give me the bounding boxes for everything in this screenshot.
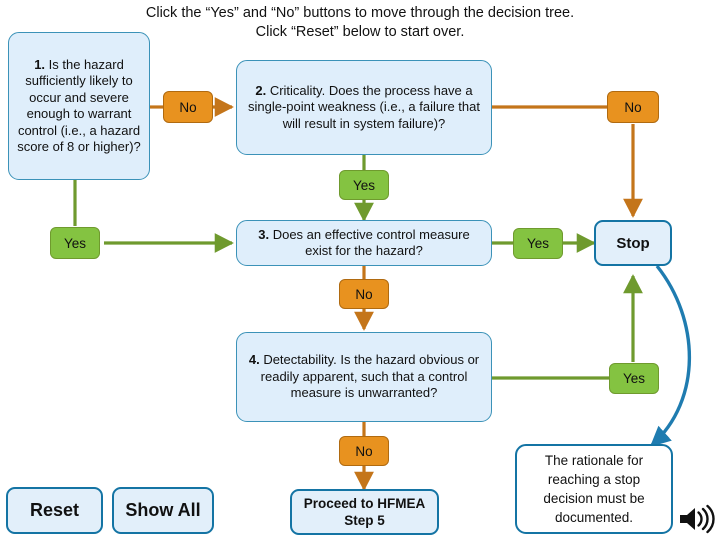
decision-q3-yes[interactable]: Yes — [513, 228, 563, 259]
stop-box: Stop — [594, 220, 672, 266]
decision-q1-no[interactable]: No — [163, 91, 213, 123]
show-all-button-label: Show All — [125, 500, 201, 520]
instructions-line-1: Click the “Yes” and “No” buttons to move… — [145, 5, 575, 21]
speaker-icon[interactable] — [676, 502, 716, 536]
reset-button[interactable]: Reset — [6, 487, 103, 534]
instructions-line-2: Click “Reset” below to start over. — [255, 24, 465, 40]
decision-q2-yes-label: Yes — [352, 177, 376, 193]
proceed-label: Proceed to HFMEA Step 5 — [303, 496, 426, 528]
question-4-text: Detectability. Is the hazard obvious or … — [259, 352, 480, 401]
reset-button-label: Reset — [29, 500, 80, 520]
question-1-text: Is the hazard sufficiently likely to occ… — [17, 56, 141, 155]
decision-q2-no-label: No — [624, 99, 642, 115]
rationale-text: The rationale for reaching a stop decisi… — [543, 453, 645, 525]
decision-q3-no[interactable]: No — [339, 279, 389, 309]
question-box-2: 2. Criticality. Does the process have a … — [236, 60, 492, 155]
rationale-note: The rationale for reaching a stop decisi… — [515, 444, 673, 534]
question-3-text: Does an effective control measure exist … — [269, 226, 470, 259]
decision-q4-yes-label: Yes — [622, 371, 646, 386]
question-2-number: 2. — [255, 82, 267, 98]
question-box-1: 1. Is the hazard sufficiently likely to … — [8, 32, 150, 180]
question-2-text: Criticality. Does the process have a sin… — [248, 82, 480, 131]
decision-q4-yes[interactable]: Yes — [609, 363, 659, 394]
question-box-3: 3. Does an effective control measure exi… — [236, 220, 492, 266]
decision-q1-no-label: No — [179, 99, 197, 115]
question-4-number: 4. — [248, 352, 260, 368]
decision-q2-no[interactable]: No — [607, 91, 659, 123]
proceed-box: Proceed to HFMEA Step 5 — [290, 489, 439, 535]
instructions: Click the “Yes” and “No” buttons to move… — [60, 4, 660, 42]
decision-q3-no-label: No — [355, 286, 373, 302]
question-3-number: 3. — [258, 226, 270, 242]
show-all-button[interactable]: Show All — [112, 487, 214, 534]
decision-q2-yes[interactable]: Yes — [339, 170, 389, 200]
decision-q1-yes-label: Yes — [63, 235, 87, 251]
question-1-number: 1. — [34, 56, 46, 72]
decision-q1-yes[interactable]: Yes — [50, 227, 100, 259]
decision-q3-yes-label: Yes — [526, 236, 550, 251]
question-box-4: 4. Detectability. Is the hazard obvious … — [236, 332, 492, 422]
stop-label: Stop — [616, 234, 650, 252]
decision-q4-no-label: No — [355, 443, 373, 459]
decision-q4-no[interactable]: No — [339, 436, 389, 466]
